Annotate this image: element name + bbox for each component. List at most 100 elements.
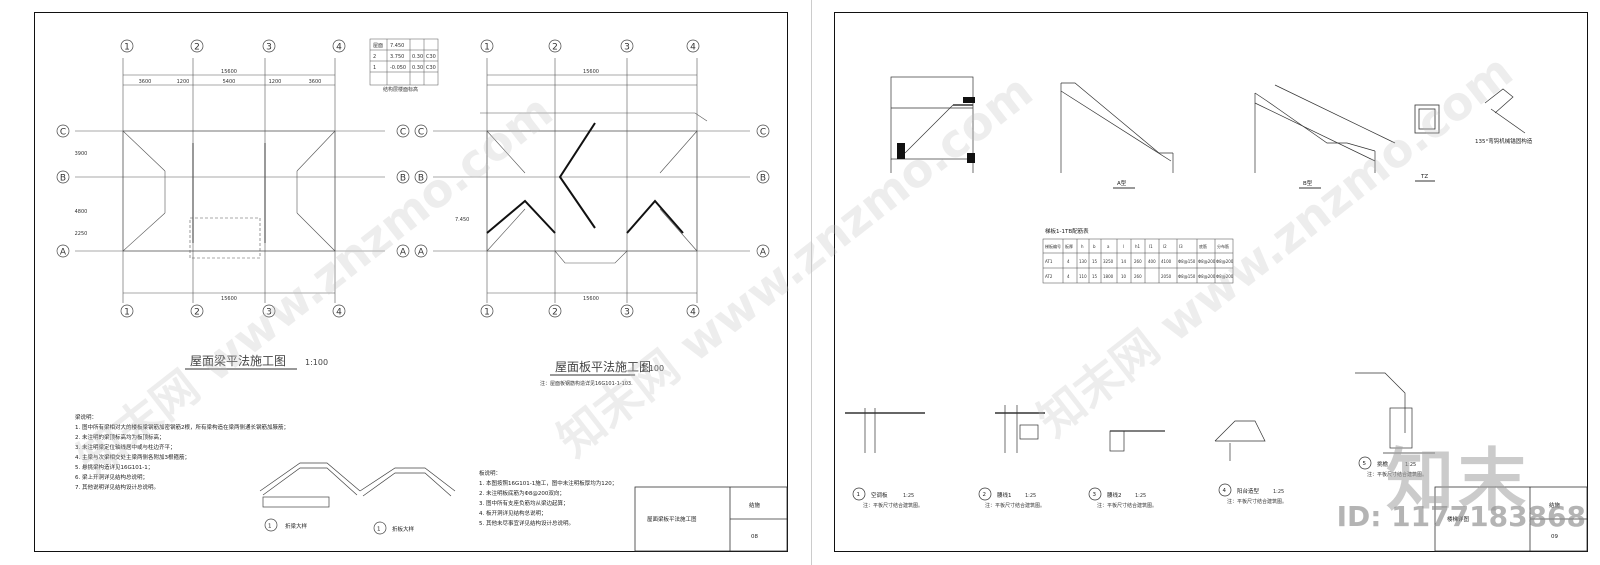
elev-table-caption: 结构层楼面标高 [383,86,418,93]
slab-dim-total: 15600 [583,69,599,75]
stair-r2-c4: 1800 [1103,274,1114,279]
beam-note-6: 6. 梁上开洞详见结构总说明； [75,473,148,481]
beam-note-1: 1. 图中所有梁相对大的楼板梁钢筋加密钢筋2根，所有梁构造在梁两侧通长钢筋加腋筋… [75,423,289,431]
dim-side-2: 4800 [75,209,88,215]
beam-note-7: 7. 其他说明详见结构设计总说明。 [75,483,159,491]
dim-side-1: 3900 [75,151,88,157]
elev-row-3-level: -0.050 [390,65,406,71]
axis-label-a-right: A [400,248,407,258]
title-block-sheet-no: 08 [751,534,758,540]
detail-4-number: 4 [1223,488,1227,494]
slab-axis-label-2-bottom: 2 [552,308,558,318]
detail-1-number: 1 [857,492,861,498]
detail-3-scale: 1:25 [1135,493,1146,499]
axis-label-3-bottom: 3 [266,308,272,318]
slab-axis-label-1: 1 [484,43,490,53]
beam-notes-title: 梁说明： [75,413,97,421]
slab-note-5: 5. 其他未尽事宜详见结构设计总说明。 [479,519,574,527]
stair-r1-c0: AT1 [1045,259,1053,264]
axis-label-b-right: B [400,174,406,184]
slab-plan-title: 屋面板平法施工图 [555,360,651,374]
dim-2: 1200 [177,79,190,85]
stair-r2-c6: 260 [1134,274,1142,279]
dim-total-bottom: 15600 [221,296,237,302]
detail-1-scale: 1:25 [903,493,914,499]
elev-row-3-h: 0.30 [412,65,423,71]
stair-r1-c3: 15 [1092,259,1098,264]
detail-2-title: 折板大样 [392,525,415,533]
detail-2-title: 腰线1 [997,491,1012,499]
detail-5-title: 挑檐 [1377,460,1389,468]
slab-axis-label-a-right: A [760,248,767,258]
stair-table-title: 梯板1-1TB配筋表 [1045,227,1089,235]
beam-note-2: 2. 未注明的梁顶标高均为板顶标高； [75,433,165,441]
axis-label-1: 1 [124,43,130,53]
detail-5-note: 注：平板尺寸结合建筑图。 [1367,471,1427,478]
stair-r1-c4: 3250 [1103,259,1114,264]
axis-label-4-bottom: 4 [336,308,342,318]
slab-axis-label-b: B [418,174,424,184]
dim-4: 1200 [269,79,282,85]
detail-4-scale: 1:25 [1273,489,1284,495]
elev-row-2-h: 0.30 [412,54,423,60]
elev-row-2-floor: 2 [373,54,376,60]
right-title-block-sheet-no: 09 [1551,534,1558,540]
detail-3-number: 3 [1093,492,1097,498]
dim-5: 3600 [309,79,322,85]
title-block-drawing-name: 屋面梁板平法施工图 [647,515,697,523]
stair-r1-c5: 14 [1121,259,1127,264]
axis-label-a: A [60,248,67,258]
drawing-sheet-right: A型 B型 TZ 135°弯钩机械锚固构造 梯板1-1TB配筋表 梯板编号 板厚… [834,12,1588,552]
slab-plan-scale: 1:100 [641,364,664,373]
stair-r2-c11: Φ8@200 [1216,274,1234,279]
brand-logo-text: 知末 [1385,442,1530,521]
stair-r1-c9: Φ8@150 [1178,259,1196,264]
stair-th-10: 底筋 [1199,243,1207,249]
stair-r1-c8: 4100 [1161,259,1172,264]
level-mark-7450: 7.450 [455,217,469,223]
stair-r2-c2: 110 [1079,274,1087,279]
slab-plan-note: 注：屋面板钢筋构造详见16G101-1-103. [540,380,633,387]
stair-th-8: l2 [1163,244,1167,249]
stair-th-5: l [1123,244,1124,249]
stair-th-2: h [1081,244,1084,249]
slab-note-2: 2. 未注明板底筋为Φ8@200双向； [479,489,565,497]
slab-notes-title: 板说明： [479,469,501,477]
stair-th-4: a [1107,244,1110,249]
right-title-block-sheet-label: 结施 [1549,501,1561,509]
detail-5-number: 5 [1363,461,1367,467]
slab-axis-label-c-right: C [760,128,766,138]
detail-4-title: 阳台造型 [1237,487,1260,495]
hook-title: 135°弯钩机械锚固构造 [1475,137,1533,145]
slab-axis-label-4-bottom: 4 [690,308,696,318]
axis-label-c: C [60,128,66,138]
beam-note-5: 5. 悬挑梁构造详见16G101-1； [75,463,153,471]
axis-label-2: 2 [194,43,200,53]
stair-th-7: l1 [1149,244,1153,249]
title-block-sheet-label: 结施 [749,501,761,509]
detail-1-title: 空调板 [871,491,888,499]
stair-th-0: 梯板编号 [1045,243,1061,249]
slab-axis-label-3-bottom: 3 [624,308,630,318]
stair-detail-svg: A型 B型 TZ 135°弯钩机械锚固构造 梯板1-1TB配筋表 梯板编号 板厚… [845,76,1588,552]
beam-plan-scale: 1:100 [305,358,328,367]
stair-r1-c1: 4 [1067,259,1070,264]
detail-3-note: 注：平板尺寸结合建筑图。 [1097,502,1157,509]
sheet-divider [808,0,816,565]
detail-5-scale: 1:25 [1405,462,1416,468]
stair-th-11: 分布筋 [1217,243,1229,249]
axis-label-1-bottom: 1 [124,308,130,318]
axis-label-3: 3 [266,43,272,53]
type-b-title: B型 [1303,179,1313,187]
detail-4-note: 注：平板尺寸结合建筑图。 [1227,498,1287,505]
slab-axis-label-4: 4 [690,43,696,53]
stair-r2-c0: AT2 [1045,274,1053,279]
elev-row-2-c: C30 [426,54,436,60]
axis-label-c-right: C [400,128,406,138]
slab-note-4: 4. 板开洞详见结构总说明； [479,509,547,517]
detail-2-note: 注：平板尺寸结合建筑图。 [985,502,1045,509]
detail-2-number: 1 [377,527,381,533]
axis-label-4: 4 [336,43,342,53]
dim-3: 5400 [223,79,236,85]
stair-r2-c3: 15 [1092,274,1098,279]
